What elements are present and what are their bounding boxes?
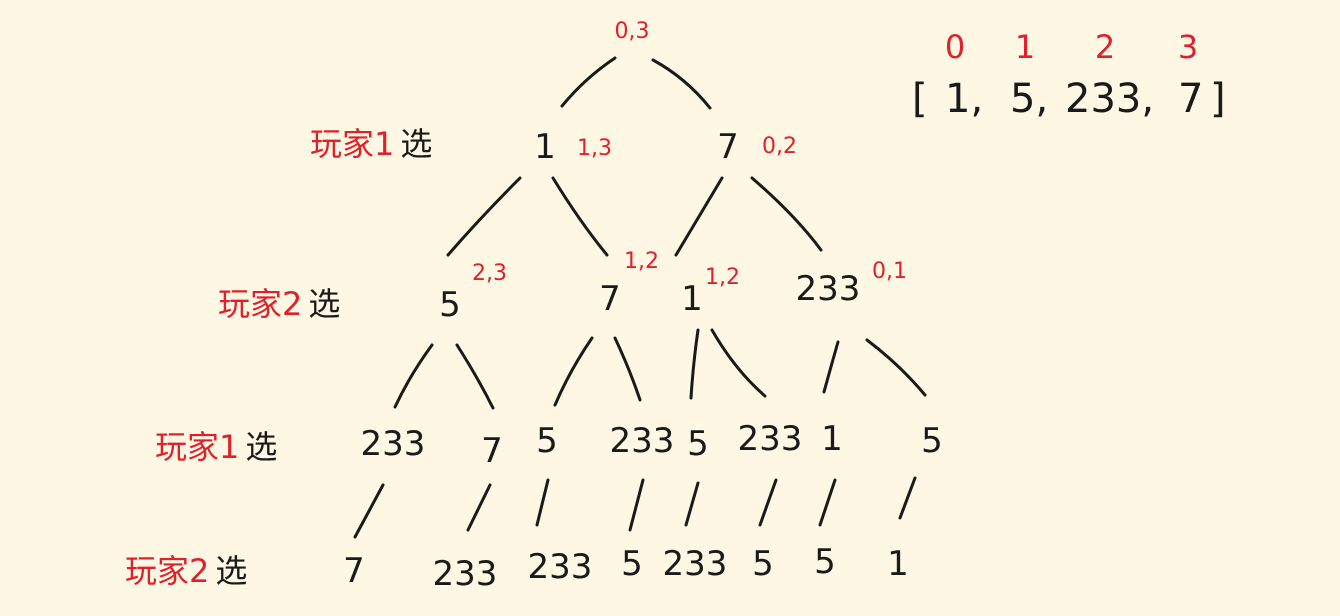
edge-3-f [758, 478, 778, 527]
edge-1-d [750, 176, 823, 252]
node-l4-6: 5 [814, 542, 836, 582]
node-l4-4: 233 [663, 544, 728, 584]
node-l2-2-range: 1,2 [705, 265, 740, 290]
level1-nodes: 1 1,3 7 0,2 [534, 127, 797, 167]
node-l4-5: 5 [752, 544, 774, 584]
node-l4-1: 233 [433, 554, 498, 594]
edge-root-right [651, 58, 712, 110]
array-open-bracket: [ [912, 76, 928, 122]
node-l3-1: 7 [481, 431, 503, 471]
level3-nodes: 233 7 5 233 5 233 1 5 [361, 419, 943, 471]
node-l4-2: 233 [528, 547, 593, 587]
edge-1-b [551, 176, 609, 257]
node-l3-6: 1 [821, 419, 843, 459]
node-l2-1-value: 7 [599, 279, 621, 319]
node-l3-4: 5 [687, 424, 709, 464]
edge-2-f [710, 328, 767, 398]
level-label-2-suffix: 选 [308, 285, 340, 323]
edge-3-g [818, 478, 837, 527]
edge-root-left [560, 56, 617, 108]
node-l2-0-range: 2,3 [472, 261, 507, 286]
node-l2-2-value: 1 [681, 279, 703, 319]
level-label-4-player: 玩家2 [125, 552, 209, 590]
level4-nodes: 7 233 233 5 233 5 5 1 [343, 542, 909, 594]
array-close-bracket: ] [1210, 76, 1226, 122]
array-panel: 0 1 2 3 [ 1, 5, 233, 7 ] [912, 28, 1226, 122]
array-value-2: 233, [1065, 76, 1154, 122]
edge-2-b [455, 343, 495, 410]
level-label-1-player: 玩家1 [310, 125, 394, 163]
node-l4-7: 1 [887, 544, 909, 584]
node-l1-0-value: 1 [534, 127, 556, 167]
array-value-1: 5, [1010, 76, 1048, 122]
level-label-4-suffix: 选 [215, 552, 247, 590]
node-l3-3: 233 [610, 421, 675, 461]
node-l4-0: 7 [343, 551, 365, 591]
node-l3-2: 5 [536, 421, 558, 461]
node-l1-0-range: 1,3 [577, 136, 612, 161]
array-value-3: 7 [1178, 76, 1203, 122]
level-label-3-player: 玩家1 [155, 428, 239, 466]
array-index-3: 3 [1178, 28, 1198, 66]
edge-3-b [466, 483, 492, 532]
node-l4-3: 5 [621, 544, 643, 584]
edge-2-g [822, 340, 840, 394]
array-index-2: 2 [1095, 28, 1115, 66]
edge-3-c [535, 478, 550, 527]
root-range: 0,3 [615, 19, 650, 44]
level2-nodes: 5 2,3 7 1,2 1 1,2 233 0,1 [439, 249, 907, 325]
edge-3-d [628, 478, 645, 532]
edge-2-h [865, 338, 927, 397]
node-l3-0: 233 [361, 424, 426, 464]
level-label-3-suffix: 选 [245, 428, 277, 466]
tree-edges [353, 56, 927, 539]
level-label-1-suffix: 选 [400, 125, 432, 163]
node-l2-3-value: 233 [796, 269, 861, 309]
edge-3-h [898, 476, 917, 520]
array-index-0: 0 [945, 28, 965, 66]
node-l2-3-range: 0,1 [872, 259, 907, 284]
edge-1-c [674, 176, 724, 257]
edge-3-a [353, 483, 385, 539]
edge-2-e [689, 328, 700, 400]
edge-2-d [613, 336, 642, 402]
edge-3-e [684, 481, 700, 527]
node-l3-5: 233 [738, 419, 803, 459]
array-value-0: 1, [945, 76, 983, 122]
level-label-2-player: 玩家2 [218, 285, 302, 323]
node-l3-7: 5 [921, 421, 943, 461]
node-l1-1-value: 7 [717, 127, 739, 167]
node-l1-1-range: 0,2 [762, 134, 797, 159]
node-l2-0-value: 5 [439, 285, 461, 325]
node-l2-1-range: 1,2 [624, 249, 659, 274]
array-index-1: 1 [1015, 28, 1035, 66]
edge-2-a [393, 343, 434, 409]
edge-1-a [446, 176, 522, 257]
edge-2-c [553, 336, 594, 407]
